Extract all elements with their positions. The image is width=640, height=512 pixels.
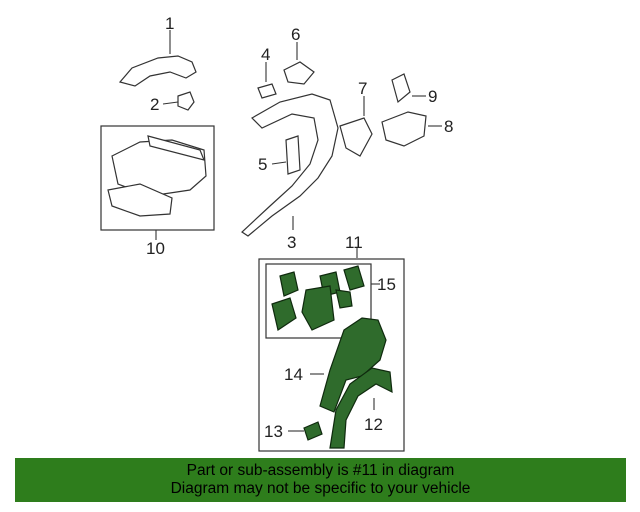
banner-line-2: Diagram may not be specific to your vehi… [170, 480, 471, 497]
part-11[interactable]: 11 15 14 12 13 [258, 233, 405, 452]
callout-12: 12 [364, 415, 383, 434]
callout-3: 3 [287, 233, 296, 252]
part-9[interactable]: 9 [391, 73, 437, 106]
part-5[interactable]: 5 [258, 135, 301, 175]
info-banner: Part or sub-assembly is #11 in diagram D… [15, 458, 626, 502]
callout-7: 7 [358, 79, 367, 98]
callout-4: 4 [261, 45, 270, 64]
part-13[interactable]: 13 [264, 421, 323, 441]
callout-5: 5 [258, 155, 267, 174]
part-7[interactable]: 7 [339, 79, 373, 157]
callout-6: 6 [291, 25, 300, 44]
callout-1: 1 [165, 14, 174, 33]
parts-diagram: 1 2 10 4 6 3 5 7 [100, 14, 453, 452]
part-14[interactable]: 14 [284, 317, 387, 413]
part-4[interactable]: 4 [257, 45, 277, 99]
callout-9: 9 [428, 87, 437, 106]
part-8[interactable]: 8 [381, 111, 453, 147]
callout-13: 13 [264, 422, 283, 441]
part-6[interactable]: 6 [283, 25, 315, 85]
part-3[interactable]: 3 [241, 93, 339, 252]
callout-14: 14 [284, 365, 303, 384]
callout-2: 2 [150, 95, 159, 114]
callout-11: 11 [345, 233, 363, 252]
callout-10: 10 [146, 239, 165, 258]
part-15[interactable]: 15 [271, 265, 396, 331]
callout-15: 15 [377, 275, 396, 294]
part-2[interactable]: 2 [150, 91, 195, 114]
part-12[interactable]: 12 [329, 367, 393, 449]
banner-line-1: Part or sub-assembly is #11 in diagram [186, 462, 455, 479]
part-1[interactable]: 1 [118, 14, 197, 87]
callout-8: 8 [444, 117, 453, 136]
part-10[interactable]: 10 [100, 125, 215, 258]
